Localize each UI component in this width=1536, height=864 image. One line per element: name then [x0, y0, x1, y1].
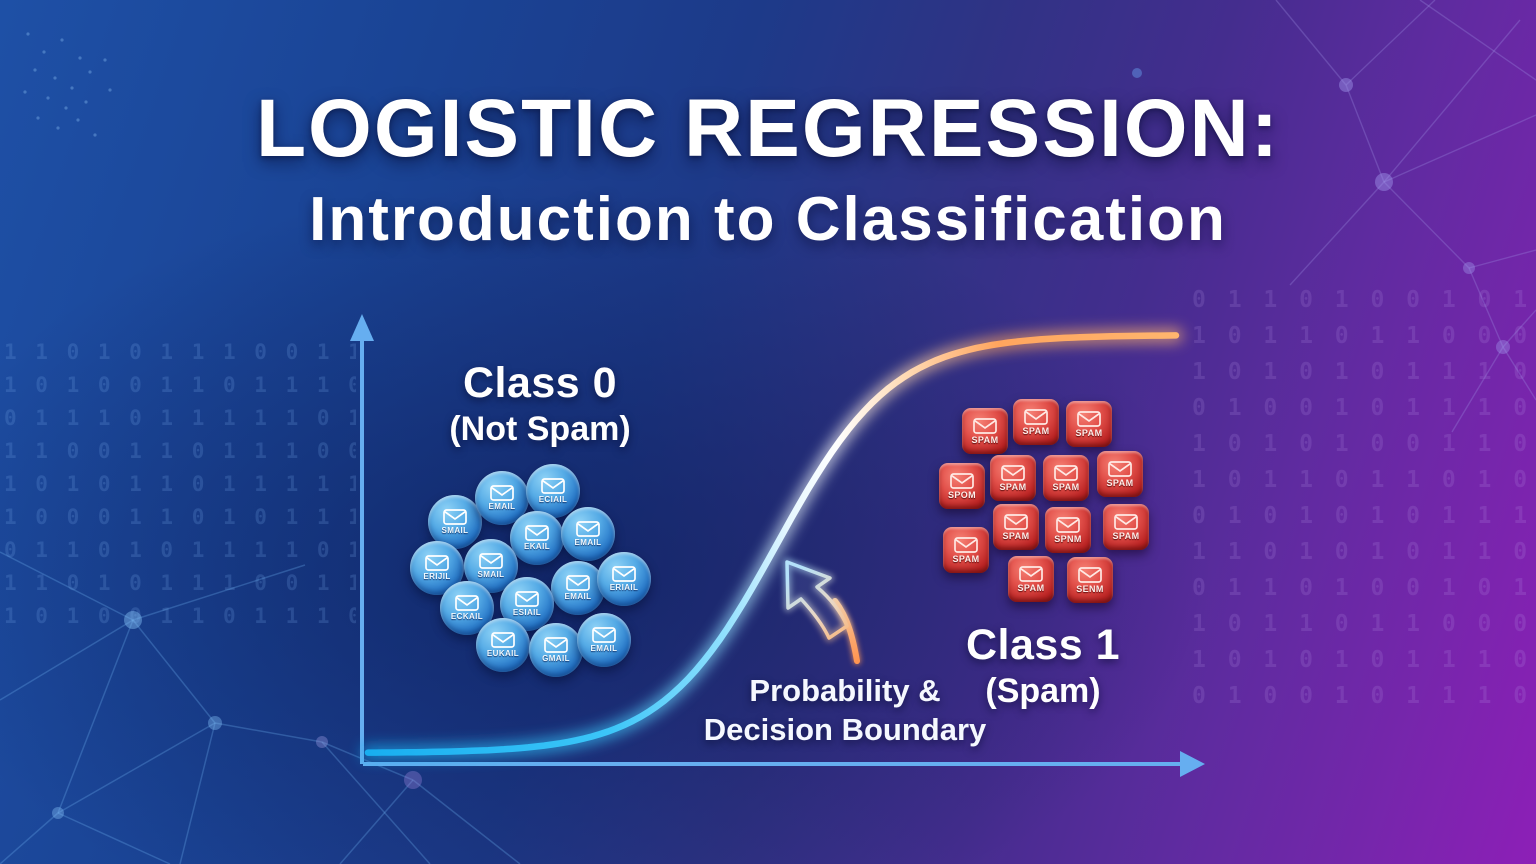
y-axis-arrowhead-icon	[350, 314, 374, 341]
plot-axes	[350, 314, 1205, 777]
network-constellation-bottom-left	[0, 551, 521, 864]
class1-subtitle: (Spam)	[985, 672, 1101, 710]
annotation-line1: Probability &	[749, 673, 941, 708]
network-constellation-top-right	[1275, 0, 1536, 433]
dot-cluster-top-left	[23, 32, 112, 137]
class1-title: Class 1	[965, 621, 1121, 669]
class1-label: Class 1 (Spam)	[923, 622, 1163, 710]
decision-boundary-arrow-icon	[783, 558, 861, 665]
class0-title: Class 0	[462, 359, 618, 407]
class0-subtitle: (Not Spam)	[449, 410, 631, 448]
network-nodes-top-right	[1132, 68, 1510, 354]
x-axis-arrowhead-icon	[1180, 751, 1205, 777]
page-title: LOGISTIC REGRESSION:	[255, 83, 1281, 174]
network-nodes-bottom-left	[52, 611, 422, 819]
page-subtitle: Introduction to Classification	[309, 185, 1227, 254]
probability-annotation: Probability & Decision Boundary	[655, 671, 1035, 749]
annotation-line2: Decision Boundary	[703, 712, 987, 747]
sigmoid-curve	[364, 332, 1180, 756]
class0-label: Class 0 (Not Spam)	[420, 360, 660, 448]
